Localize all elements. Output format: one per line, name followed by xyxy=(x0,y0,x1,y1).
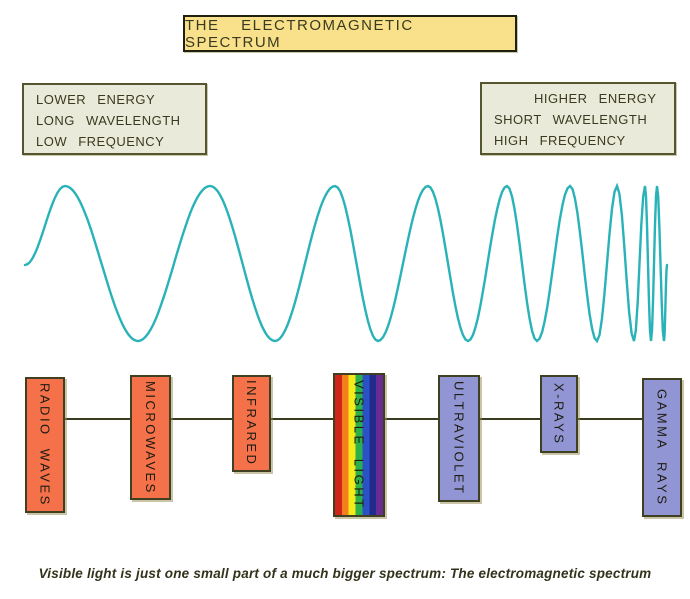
lower-energy-info-box: LOWER ENERGY LONG WAVELENGTH LOW FREQUENCY xyxy=(22,83,207,155)
caption: Visible light is just one small part of … xyxy=(0,566,690,581)
band-label: RADIO WAVES xyxy=(37,383,53,507)
spectrum-band-infrared: INFRARED xyxy=(232,375,271,472)
info-line: LOW FREQUENCY xyxy=(36,134,165,149)
spectrum-band-ultraviolet: ULTRAVIOLET xyxy=(438,375,480,502)
info-line: LOWER ENERGY xyxy=(36,92,156,107)
spectrum-band-microwaves: MICROWAVES xyxy=(130,375,171,500)
wave-path xyxy=(23,182,669,344)
info-line: LONG WAVELENGTH xyxy=(36,113,181,128)
band-label: X-RAYS xyxy=(551,382,567,446)
spectrum-band-x-rays: X-RAYS xyxy=(540,375,578,453)
band-label: ULTRAVIOLET xyxy=(451,381,467,496)
band-label: MICROWAVES xyxy=(143,380,158,495)
spectrum-band-gamma-rays: GAMMA RAYS xyxy=(642,378,682,517)
spectrum-band-radio-waves: RADIO WAVES xyxy=(25,377,65,513)
caption-text: Visible light is just one small part of … xyxy=(38,566,652,581)
band-label: INFRARED xyxy=(244,380,259,467)
info-line: HIGHER ENERGY xyxy=(534,91,657,106)
higher-energy-info-box: HIGHER ENERGY SHORT WAVELENGTH HIGH FREQUE… xyxy=(480,82,676,155)
spectrum-band-visible-light: VISIBLE LIGHT xyxy=(333,373,385,517)
band-label: GAMMA RAYS xyxy=(654,388,670,507)
info-line: HIGH FREQUENCY xyxy=(494,133,626,148)
band-label: VISIBLE LIGHT xyxy=(351,380,367,510)
diagram-title-text: THE ELECTROMAGNETIC SPECTRUM xyxy=(185,16,414,51)
info-line: SHORT WAVELENGTH xyxy=(494,112,648,127)
diagram-title: THE ELECTROMAGNETIC SPECTRUM xyxy=(183,15,517,52)
